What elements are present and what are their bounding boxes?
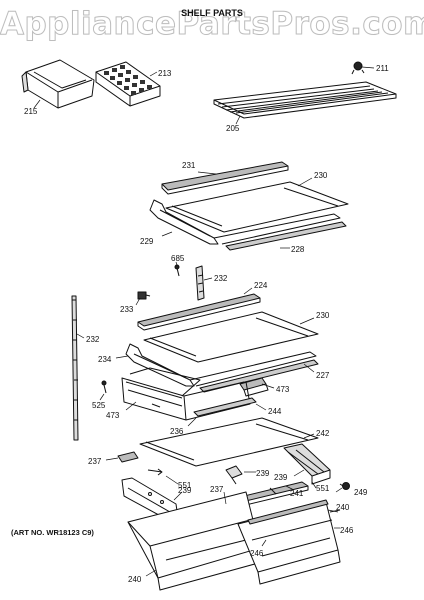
callout-213[interactable]: 213 (158, 69, 172, 78)
callout-473-lower[interactable]: 473 (106, 411, 120, 420)
part-240-crisper-left[interactable] (127, 491, 263, 591)
part-239-runner-right[interactable] (283, 443, 331, 485)
part-525-screw[interactable] (101, 380, 107, 394)
callout-240-right[interactable]: 240 (336, 503, 350, 512)
part-233-stud[interactable] (137, 291, 151, 300)
part-229-frame-upper[interactable] (149, 199, 341, 245)
part-551-clip-right[interactable] (269, 487, 277, 495)
part-230-glass-upper[interactable] (165, 181, 349, 233)
callout-246-right[interactable]: 246 (340, 526, 354, 535)
callout-230-middle[interactable]: 230 (316, 311, 330, 320)
part-249-knob[interactable] (339, 482, 350, 490)
part-551-clip-left[interactable] (147, 468, 163, 476)
part-230-glass-middle[interactable] (143, 311, 319, 363)
callout-236[interactable]: 236 (170, 427, 184, 436)
part-685-screw[interactable] (174, 264, 180, 277)
callout-224[interactable]: 224 (254, 281, 268, 290)
watermark: AppliancePartsPros.com (0, 6, 424, 43)
callout-239-center[interactable]: 239 (256, 469, 270, 478)
part-246-handle-left[interactable] (247, 499, 329, 525)
part-215-door-bin[interactable] (21, 59, 95, 109)
callout-240-left[interactable]: 240 (128, 575, 142, 584)
part-232-bracket-small[interactable] (195, 265, 205, 301)
callout-246-left[interactable]: 246 (250, 549, 264, 558)
part-246-handle-right[interactable] (329, 509, 341, 513)
callout-233[interactable]: 233 (120, 305, 134, 314)
part-232-side-bracket-long[interactable] (71, 295, 79, 441)
callout-244[interactable]: 244 (268, 407, 282, 416)
callout-473-upper[interactable]: 473 (276, 385, 290, 394)
part-205-wire-shelf[interactable] (213, 81, 397, 119)
callout-239-left[interactable]: 239 (178, 486, 192, 495)
callout-228[interactable]: 228 (291, 245, 305, 254)
callout-249[interactable]: 249 (354, 488, 368, 497)
part-239-clip-center[interactable] (225, 465, 243, 485)
callout-211[interactable]: 211 (376, 64, 389, 73)
callout-685[interactable]: 685 (171, 254, 185, 263)
callout-230-upper[interactable]: 230 (314, 171, 328, 180)
callout-227[interactable]: 227 (316, 371, 330, 380)
art-number: (ART NO. WR18123 C9) (11, 528, 94, 537)
callout-232-small[interactable]: 232 (214, 274, 228, 283)
callout-525[interactable]: 525 (92, 401, 106, 410)
callout-labels: 215 213 211 205 231 230 229 228 685 232 … (24, 64, 389, 584)
part-231-rear-trim[interactable] (161, 161, 289, 195)
part-473-drawer-frame[interactable] (121, 367, 251, 421)
part-227-rail-middle[interactable] (199, 359, 319, 393)
callout-241[interactable]: 241 (290, 489, 304, 498)
callout-237-lower[interactable]: 237 (210, 485, 224, 494)
part-242-glass-lower[interactable] (139, 417, 319, 467)
callout-234[interactable]: 234 (98, 355, 112, 364)
callout-231[interactable]: 231 (182, 161, 196, 170)
callout-551-right[interactable]: 551 (316, 484, 330, 493)
callout-232-long[interactable]: 232 (86, 335, 100, 344)
callout-239-right[interactable]: 239 (274, 473, 288, 482)
part-237-slide-left[interactable] (117, 451, 139, 463)
callout-205[interactable]: 205 (226, 124, 240, 133)
part-244-rail[interactable] (193, 397, 257, 417)
part-213-ice-tray[interactable] (95, 61, 161, 107)
part-228-rail-upper[interactable] (225, 221, 347, 251)
callout-215[interactable]: 215 (24, 107, 38, 116)
callout-551-left[interactable]: 551 (178, 481, 192, 490)
part-211-clip[interactable] (351, 61, 365, 75)
part-224-trim-middle[interactable] (137, 293, 261, 331)
callout-237-left[interactable]: 237 (88, 457, 102, 466)
leader-lines (33, 66, 375, 577)
callout-229[interactable]: 229 (140, 237, 154, 246)
callout-242[interactable]: 242 (316, 429, 330, 438)
diagram-title: SHELF PARTS (181, 8, 243, 18)
